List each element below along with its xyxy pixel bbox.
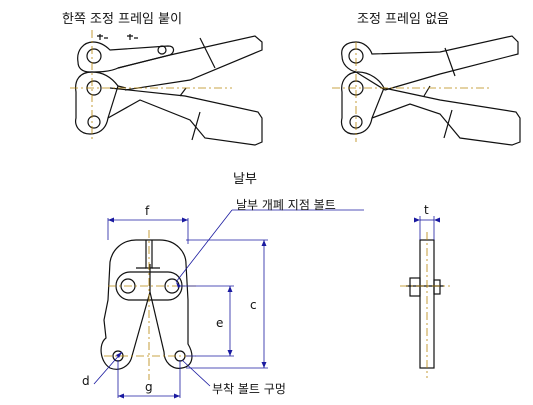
cutter-with-frame [75, 34, 263, 146]
caption-blade: 날부 [233, 172, 257, 187]
label-pivot-bolt: 날부 개폐 지점 볼트 [236, 198, 336, 212]
caption-no-frame: 조정 프레임 없음 [357, 12, 449, 27]
center-line-side [400, 232, 450, 378]
center-lines-left [70, 30, 232, 142]
blade-front-view [100, 239, 193, 370]
dim-label-f: f [145, 204, 150, 218]
dimension-arrows [108, 217, 440, 399]
center-lines-blade [104, 230, 196, 380]
dim-label-e: e [216, 316, 224, 330]
caption-one-side-frame: 한쪽 조정 프레임 붙이 [62, 12, 183, 27]
dim-label-c: c [250, 298, 257, 312]
dim-label-t: t [424, 203, 429, 217]
blade-side-view [406, 239, 444, 369]
dim-label-d: d [82, 374, 90, 388]
cutter-without-frame [340, 35, 521, 146]
center-lines-right [332, 42, 492, 142]
dimension-lines [93, 209, 435, 398]
label-mount-hole: 부착 볼트 구멍 [212, 382, 286, 396]
dim-label-g: g [145, 380, 153, 394]
